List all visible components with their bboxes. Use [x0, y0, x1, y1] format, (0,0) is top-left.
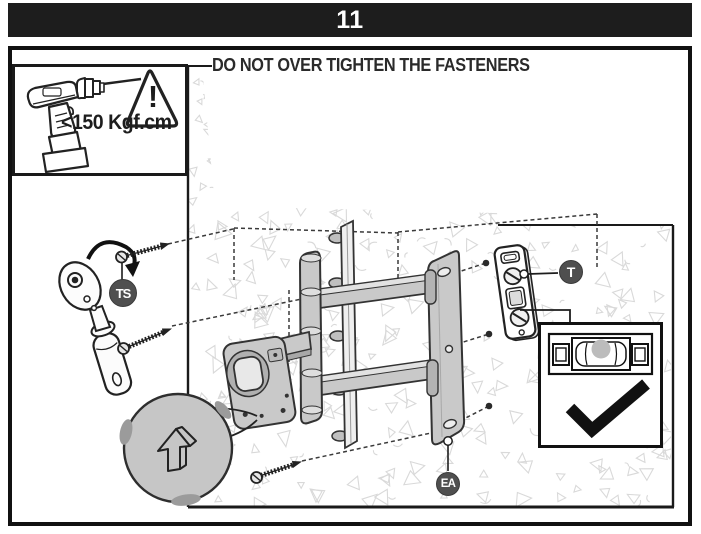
- bubble-level-icon: [547, 332, 654, 376]
- washer-arrow-icon: [157, 426, 197, 472]
- ratchet-wrench-icon: [58, 261, 133, 396]
- step-number: 11: [336, 5, 364, 34]
- magnifier-callout: [119, 392, 258, 506]
- leader-lines: [121, 263, 571, 471]
- warning-triangle-icon: [125, 69, 179, 128]
- checkmark-icon: [565, 379, 650, 439]
- warning-text: DO NOT OVER TIGHTEN THE FASTENERS: [212, 54, 530, 75]
- anchor-dots: [482, 259, 493, 410]
- lag-screw-ts-2: [117, 328, 172, 355]
- lag-screw-ts-1: [115, 242, 170, 264]
- spacer-plate-icon: [493, 244, 540, 342]
- label-ea: EA: [436, 472, 460, 496]
- wall-outline: [186, 65, 675, 509]
- wall-mount-bracket-icon: [222, 219, 466, 450]
- lag-screw-ea: [250, 461, 302, 484]
- torque-warning-box: ! <150 Kgf.cm: [12, 64, 188, 176]
- label-t: T: [559, 260, 583, 284]
- power-drill-icon: [26, 77, 142, 173]
- warning-exclamation: !: [147, 79, 159, 114]
- bubble-level-box: [538, 322, 663, 448]
- rotation-arrow-icon: [86, 240, 140, 277]
- step-header: 11: [8, 3, 692, 37]
- diagram-frame: [8, 46, 692, 526]
- torque-limit-text: <150 Kgf.cm: [61, 111, 172, 134]
- label-ts: TS: [109, 279, 137, 307]
